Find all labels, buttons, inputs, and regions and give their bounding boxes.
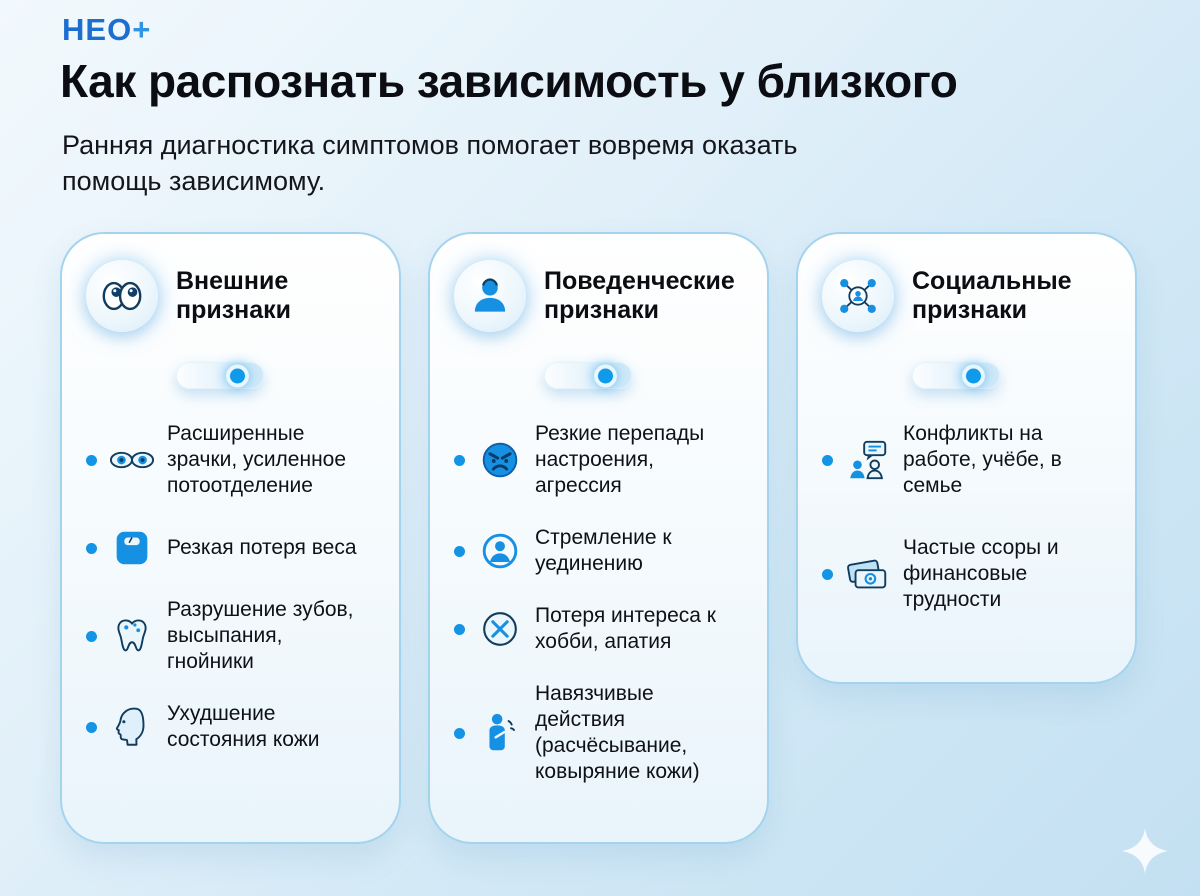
cards-row: Внешние признаки Расширен: [60, 232, 1137, 844]
signs-list: Резкие перепады настроения, агрессия Стр…: [454, 421, 743, 785]
card-title: Поведенческие признаки: [544, 266, 735, 325]
signs-list: Расширенные зрачки, усиленное потоотделе…: [86, 421, 375, 753]
page-subtitle: Ранняя диагностика симптомов помогает во…: [62, 130, 798, 196]
card-title: Социальные признаки: [912, 266, 1072, 325]
card-header: Социальные признаки: [822, 260, 1111, 332]
social-network-icon: [822, 260, 894, 332]
card-title: Внешние признаки: [176, 266, 292, 325]
toggle-knob[interactable]: [226, 364, 249, 387]
bullet-dot: [454, 727, 465, 739]
bullet-dot: [86, 454, 97, 466]
dilated-pupils-icon: [109, 437, 155, 483]
list-item: Стремление к уединению: [454, 525, 743, 577]
bullet-dot: [454, 545, 465, 557]
weight-scale-icon: [109, 525, 155, 571]
list-item-text: Потеря интереса к хобби, апатия: [535, 604, 716, 654]
card-header: Поведенческие признаки: [454, 260, 743, 332]
sparkle-icon: [1122, 828, 1168, 874]
list-item-text: Разрушение зубов, высыпания, гнойники: [167, 598, 354, 674]
card-external-signs: Внешние признаки Расширен: [60, 232, 401, 844]
bullet-dot: [86, 542, 97, 554]
signs-toggle[interactable]: [912, 362, 1000, 389]
money-icon: [845, 551, 891, 597]
list-item-text: Конфликты на работе, учёбе, в семье: [903, 422, 1062, 498]
card-header: Внешние признаки: [86, 260, 375, 332]
solitude-icon: [477, 528, 523, 574]
bullet-dot: [86, 721, 97, 733]
list-item-text: Частые ссоры и финансовые трудности: [903, 536, 1059, 612]
logo-text: НЕО: [62, 12, 133, 47]
list-item: Навязчивые действия (расчёсывание, ковыр…: [454, 681, 743, 785]
list-item-text: Стремление к уединению: [535, 526, 672, 576]
list-item-text: Резкие перепады настроения, агрессия: [535, 422, 705, 498]
signs-toggle[interactable]: [176, 362, 264, 389]
toggle-knob[interactable]: [962, 364, 985, 387]
googly-eyes-icon: [86, 260, 158, 332]
list-item-text: Резкая потеря веса: [167, 536, 357, 560]
person-icon: [454, 260, 526, 332]
scratching-icon: [477, 710, 523, 756]
logo: НЕО+: [62, 12, 151, 48]
list-item: Конфликты на работе, учёбе, в семье: [822, 421, 1111, 499]
tooth-decay-icon: [109, 613, 155, 659]
list-item-text: Ухудшение состояния кожи: [167, 702, 320, 752]
list-item: Потеря интереса к хобби, апатия: [454, 603, 743, 655]
page-title: Как распознать зависимость у близкого: [60, 55, 958, 107]
list-item: Частые ссоры и финансовые трудности: [822, 535, 1111, 613]
list-item-text: Навязчивые действия (расчёсывание, ковыр…: [535, 682, 700, 784]
angry-face-icon: [477, 437, 523, 483]
card-behavioral-signs: Поведенческие признаки Ре: [428, 232, 769, 844]
signs-list: Конфликты на работе, учёбе, в семье Част…: [822, 421, 1111, 613]
logo-plus-icon: +: [132, 12, 152, 47]
toggle-knob[interactable]: [594, 364, 617, 387]
list-item: Ухудшение состояния кожи: [86, 701, 375, 753]
bullet-dot: [454, 454, 465, 466]
bullet-dot: [454, 623, 465, 635]
no-interest-icon: [477, 606, 523, 652]
list-item-text: Расширенные зрачки, усиленное потоотделе…: [167, 422, 347, 498]
list-item: Расширенные зрачки, усиленное потоотделе…: [86, 421, 375, 499]
card-social-signs: Социальные признаки: [796, 232, 1137, 684]
bullet-dot: [86, 630, 97, 642]
signs-toggle[interactable]: [544, 362, 632, 389]
work-conflict-icon: [845, 437, 891, 483]
list-item: Резкая потеря веса: [86, 525, 375, 571]
list-item: Резкие перепады настроения, агрессия: [454, 421, 743, 499]
list-item: Разрушение зубов, высыпания, гнойники: [86, 597, 375, 675]
bullet-dot: [822, 568, 833, 580]
bullet-dot: [822, 454, 833, 466]
skin-face-icon: [109, 704, 155, 750]
